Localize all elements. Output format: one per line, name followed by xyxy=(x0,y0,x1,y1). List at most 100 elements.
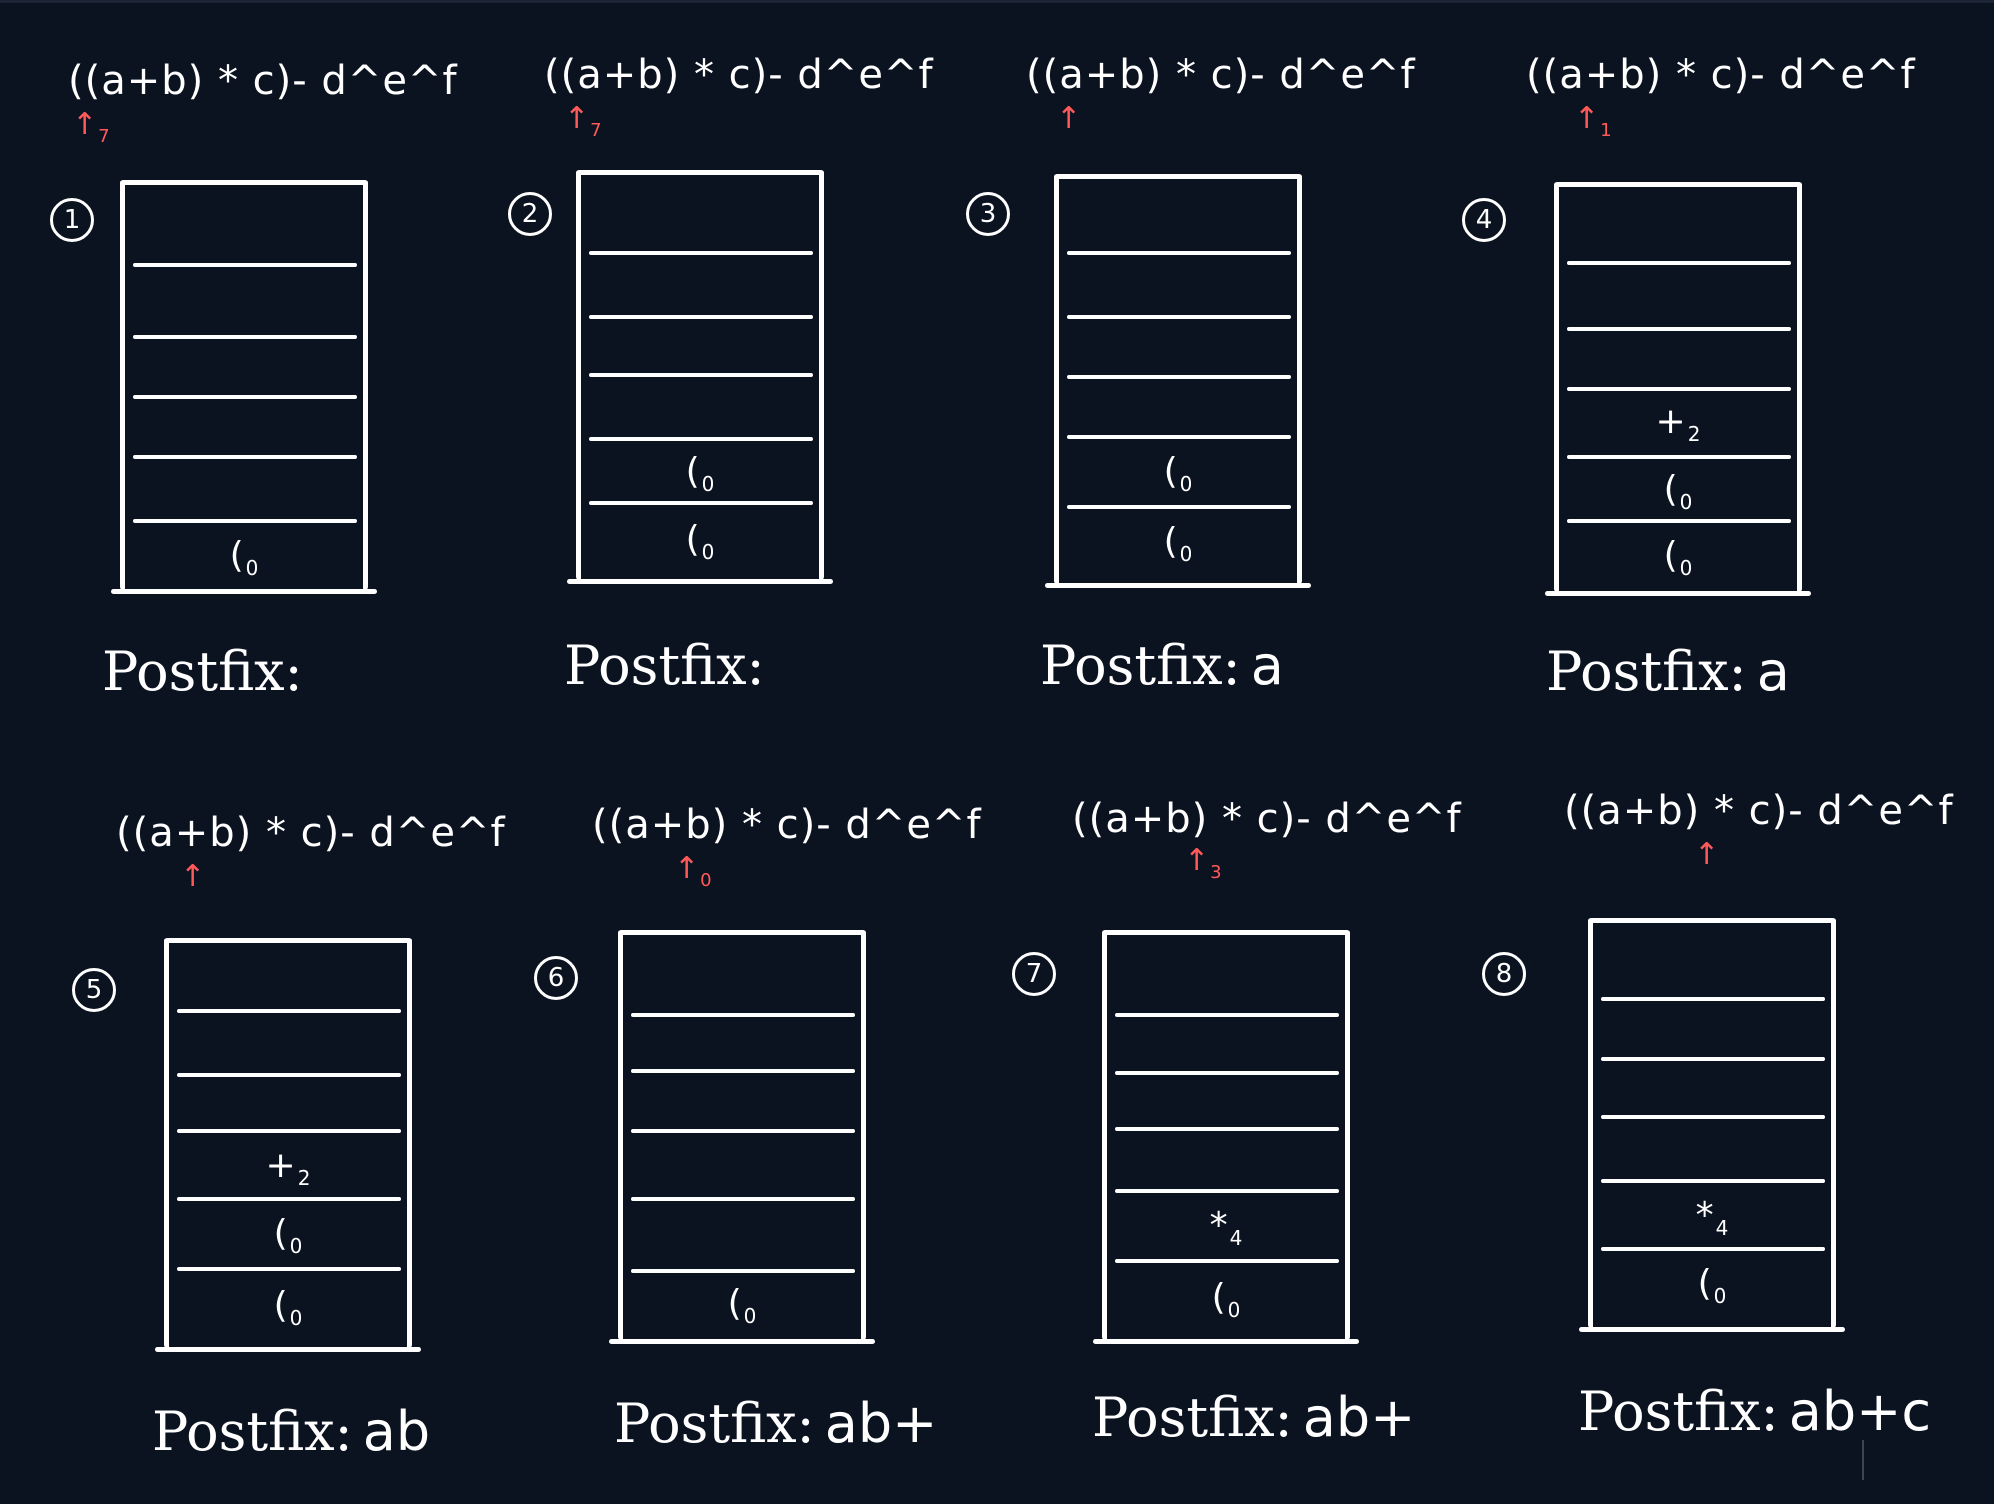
step-number-badge: 7 xyxy=(1012,952,1056,996)
stack-base xyxy=(1545,591,1811,596)
panel-step-7: ((a+b) * c)- d^e^f ↑3 7 *4 (0 Postfix:ab… xyxy=(1012,786,1492,1504)
top-edge xyxy=(0,0,1994,3)
infix-expression: ((a+b) * c)- d^e^f xyxy=(1026,52,1416,98)
panel-step-2: ((a+b) * c)- d^e^f ↑7 2 (0 (0 Postfix: xyxy=(508,34,988,774)
stack-slot-line xyxy=(631,1129,855,1133)
operator-stack: (0 (0 xyxy=(1045,174,1311,588)
postfix-output: Postfix:ab xyxy=(152,1400,431,1463)
stack-base xyxy=(155,1347,421,1352)
scan-pointer: ↑3 xyxy=(1184,843,1222,883)
scan-pointer: ↑1 xyxy=(1574,101,1612,141)
panel-step-6: ((a+b) * c)- d^e^f ↑0 6 (0 Postfix:ab+ xyxy=(534,792,1014,1504)
stack-slot-line xyxy=(133,455,357,459)
panel-step-4: ((a+b) * c)- d^e^f ↑1 4 +2 (0 (0 Postfix… xyxy=(1462,40,1942,780)
stack-slot-line xyxy=(133,335,357,339)
postfix-output: Postfix: xyxy=(102,640,303,703)
stack-slot-line xyxy=(1067,375,1291,379)
stack-slot-line xyxy=(177,1267,401,1271)
stack-slot-line xyxy=(133,395,357,399)
stack-entry: *4 xyxy=(1209,1205,1243,1250)
stack-slot-line xyxy=(1601,1179,1825,1183)
stack-slot-line xyxy=(1601,1057,1825,1061)
postfix-output: Postfix:ab+ xyxy=(614,1392,938,1455)
stack-slot-line xyxy=(1115,1259,1339,1263)
stack-slot-line xyxy=(1601,1115,1825,1119)
stack-base xyxy=(609,1339,875,1344)
step-number-badge: 1 xyxy=(50,198,94,242)
stack-slot-line xyxy=(177,1197,401,1201)
stack-entry: (0 xyxy=(229,535,259,580)
stack-slot-line xyxy=(1601,1247,1825,1251)
stack-slot-line xyxy=(1067,505,1291,509)
text-cursor xyxy=(1862,1440,1864,1480)
stack-slot-line xyxy=(589,315,813,319)
postfix-output: Postfix:a xyxy=(1040,634,1284,697)
operator-stack: +2 (0 (0 xyxy=(1545,182,1811,596)
operator-stack: (0 xyxy=(111,180,377,594)
scan-pointer: ↑ xyxy=(180,859,206,894)
stack-slot-line xyxy=(631,1269,855,1273)
stack-entry: *4 xyxy=(1695,1195,1729,1240)
stack-slot-line xyxy=(1067,251,1291,255)
infix-expression: ((a+b) * c)- d^e^f xyxy=(68,58,458,104)
infix-expression: ((a+b) * c)- d^e^f xyxy=(1072,796,1462,842)
stack-entry: (0 xyxy=(1663,535,1693,580)
step-number-badge: 6 xyxy=(534,956,578,1000)
infix-expression: ((a+b) * c)- d^e^f xyxy=(1564,788,1954,834)
stack-slot-line xyxy=(1067,315,1291,319)
stack-slot-line xyxy=(177,1009,401,1013)
stack-slot-line xyxy=(1567,455,1791,459)
infix-expression: ((a+b) * c)- d^e^f xyxy=(544,52,934,98)
stack-entry: (0 xyxy=(685,451,715,496)
postfix-output: Postfix:ab+c xyxy=(1578,1380,1932,1443)
stack-base xyxy=(1093,1339,1359,1344)
scan-pointer: ↑0 xyxy=(674,851,712,891)
stack-entry: (0 xyxy=(1211,1277,1241,1322)
stack-slot-line xyxy=(589,251,813,255)
operator-stack: *4 (0 xyxy=(1579,918,1845,1332)
panel-step-1: ((a+b) * c)- d^e^f ↑7 1 (0 Postfix: xyxy=(50,40,530,780)
operator-stack: +2 (0 (0 xyxy=(155,938,421,1352)
postfix-output: Postfix:a xyxy=(1546,640,1790,703)
stack-slot-line xyxy=(133,263,357,267)
stack-entry: +2 xyxy=(1655,401,1701,446)
stack-entry: (0 xyxy=(1163,451,1193,496)
stack-entry: (0 xyxy=(727,1283,757,1328)
stack-slot-line xyxy=(1067,435,1291,439)
scan-pointer: ↑7 xyxy=(72,107,110,147)
stack-slot-line xyxy=(1567,519,1791,523)
postfix-output: Postfix: xyxy=(564,634,765,697)
stack-slot-line xyxy=(631,1013,855,1017)
stack-entry: (0 xyxy=(685,519,715,564)
scan-pointer: ↑7 xyxy=(564,101,602,141)
stack-entry: (0 xyxy=(1663,469,1693,514)
stack-slot-line xyxy=(631,1069,855,1073)
infix-expression: ((a+b) * c)- d^e^f xyxy=(116,810,506,856)
stack-entry: +2 xyxy=(265,1145,311,1190)
stack-slot-line xyxy=(1115,1071,1339,1075)
stack-slot-line xyxy=(133,519,357,523)
stack-entry: (0 xyxy=(273,1213,303,1258)
operator-stack: (0 xyxy=(609,930,875,1344)
stack-entry: (0 xyxy=(1697,1263,1727,1308)
stack-base xyxy=(1045,583,1311,588)
stack-slot-line xyxy=(631,1197,855,1201)
scan-pointer: ↑ xyxy=(1056,101,1082,136)
stack-slot-line xyxy=(177,1073,401,1077)
stack-slot-line xyxy=(589,501,813,505)
operator-stack: *4 (0 xyxy=(1093,930,1359,1344)
stack-slot-line xyxy=(1567,387,1791,391)
stack-slot-line xyxy=(1115,1127,1339,1131)
step-number-badge: 2 xyxy=(508,192,552,236)
stack-slot-line xyxy=(1115,1189,1339,1193)
stack-base xyxy=(111,589,377,594)
stack-slot-line xyxy=(589,373,813,377)
stack-entry: (0 xyxy=(273,1285,303,1330)
infix-expression: ((a+b) * c)- d^e^f xyxy=(1526,52,1916,98)
step-number-badge: 5 xyxy=(72,968,116,1012)
panel-step-3: ((a+b) * c)- d^e^f ↑ 3 (0 (0 Postfix:a xyxy=(966,34,1446,774)
postfix-output: Postfix:ab+ xyxy=(1092,1386,1416,1449)
infix-expression: ((a+b) * c)- d^e^f xyxy=(592,802,982,848)
step-number-badge: 8 xyxy=(1482,952,1526,996)
